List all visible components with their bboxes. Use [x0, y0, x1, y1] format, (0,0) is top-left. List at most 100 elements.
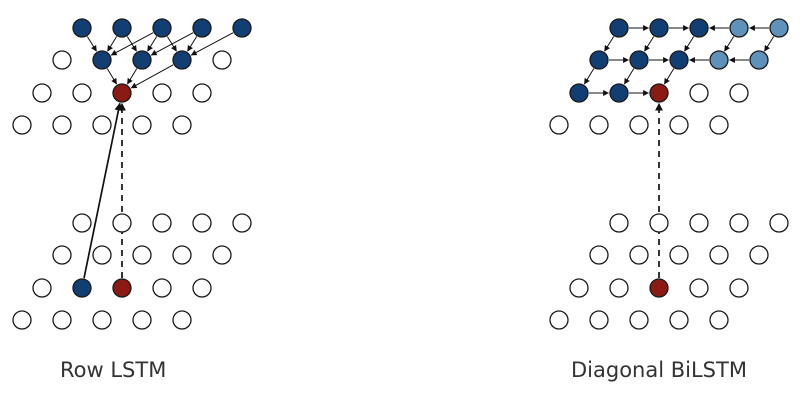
row-lstm-context-arrow — [130, 64, 174, 89]
diagonal-bilstm-bottom-node-r2-c2-red — [649, 278, 669, 298]
diagonal-bilstm-top-node-r2-c0-dark-blue — [569, 83, 589, 103]
row-lstm-caption: Row LSTM — [60, 358, 167, 382]
row-lstm-bottom-node-r1-c4-empty — [212, 245, 232, 265]
row-lstm-bottom-node-r3-c1-empty — [52, 310, 72, 330]
row-lstm-bottom-node-r1-c1-empty — [92, 245, 112, 265]
diagonal-bilstm-bottom-node-r3-c3-empty — [669, 310, 689, 330]
diagonal-bilstm-bottom-node-r2-c3-empty — [689, 278, 709, 298]
diagonal-bilstm-down-arrow — [764, 36, 775, 52]
diagonal-bilstm-top-node-r2-c4-empty — [729, 83, 749, 103]
row-lstm-bottom-node-r1-c2-empty — [132, 245, 152, 265]
row-lstm-top-node-r1-c3-dark-blue — [172, 50, 192, 70]
diagonal-bilstm-top-node-r1-c1-dark-blue — [629, 50, 649, 70]
row-lstm-top-node-r0-c4-dark-blue — [232, 18, 252, 38]
diagonal-bilstm-top-node-r1-c3-light-blue — [709, 50, 729, 70]
diagonal-bilstm-bottom-node-r2-c1-empty — [609, 278, 629, 298]
row-lstm-top-node-r3-c3-empty — [132, 115, 152, 135]
diagonal-bilstm-top-node-r3-c3-empty — [669, 115, 689, 135]
row-lstm-top-node-r2-c2-red — [112, 83, 132, 103]
row-lstm-top-node-r2-c3-empty — [152, 83, 172, 103]
diagonal-bilstm-down-arrow — [604, 36, 615, 52]
row-lstm-bottom-node-r2-c3-empty — [152, 278, 172, 298]
diagonal-bilstm-bottom-node-r2-c0-empty — [569, 278, 589, 298]
row-lstm-context-arrow — [107, 36, 118, 52]
row-lstm-top-node-r0-c0-dark-blue — [72, 18, 92, 38]
row-lstm-input-arrow — [83, 102, 123, 279]
diagonal-bilstm-bottom-node-r1-c1-empty — [629, 245, 649, 265]
diagonal-bilstm-top-node-r0-c3-light-blue — [729, 18, 749, 38]
row-lstm-top-node-r2-c1-empty — [72, 83, 92, 103]
diagonal-bilstm-bottom-node-r0-c4-empty — [769, 213, 789, 233]
arrow-layer — [83, 25, 775, 279]
row-lstm-context-arrow — [190, 32, 234, 56]
diagonal-bilstm-caption: Diagonal BiLSTM — [571, 358, 747, 382]
row-lstm-context-arrow — [106, 68, 117, 85]
row-lstm-top-node-r0-c1-dark-blue — [112, 18, 132, 38]
row-lstm-bottom-node-r0-c0-empty — [72, 213, 92, 233]
diagonal-bilstm-top-node-r0-c1-dark-blue — [649, 18, 669, 38]
diagonal-bilstm-bottom-node-r3-c0-empty — [549, 310, 569, 330]
diagonal-bilstm-bottom-node-r1-c3-empty — [709, 245, 729, 265]
row-lstm-top-node-r3-c1-empty — [52, 115, 72, 135]
diagonal-bilstm-bottom-node-r3-c1-empty — [589, 310, 609, 330]
row-lstm-top-node-r1-c1-dark-blue — [92, 50, 112, 70]
diagonal-bilstm-top-node-r3-c4-empty — [709, 115, 729, 135]
diagonal-bilstm-bottom-node-r3-c4-empty — [709, 310, 729, 330]
diagonal-bilstm-down-arrow — [684, 36, 695, 52]
node-layer — [12, 18, 789, 330]
diagonal-bilstm-top-node-r1-c2-dark-blue — [669, 50, 689, 70]
row-lstm-bottom-node-r0-c4-empty — [232, 213, 252, 233]
diagonal-bilstm-top-node-r2-c1-dark-blue — [609, 83, 629, 103]
row-lstm-bottom-node-r1-c0-empty — [52, 245, 72, 265]
row-lstm-context-arrow — [126, 36, 137, 52]
diagonal-bilstm-down-arrow — [664, 68, 675, 85]
row-lstm-top-node-r1-c2-dark-blue — [132, 50, 152, 70]
row-lstm-top-node-r3-c4-empty — [172, 115, 192, 135]
row-lstm-top-node-r2-c4-empty — [192, 83, 212, 103]
diagonal-bilstm-top-node-r0-c0-dark-blue — [609, 18, 629, 38]
diagonal-bilstm-top-node-r0-c4-light-blue — [769, 18, 789, 38]
diagonal-bilstm-bottom-node-r0-c3-empty — [729, 213, 749, 233]
row-lstm-bottom-node-r3-c4-empty — [172, 310, 192, 330]
diagonal-bilstm-bottom-node-r3-c2-empty — [629, 310, 649, 330]
diagonal-bilstm-top-node-r3-c2-empty — [629, 115, 649, 135]
diagonal-bilstm-bottom-node-r1-c0-empty — [589, 245, 609, 265]
row-lstm-bottom-node-r0-c1-empty — [112, 213, 132, 233]
row-lstm-top-node-r0-c2-dark-blue — [152, 18, 172, 38]
row-lstm-context-arrow — [127, 68, 138, 85]
diagonal-bilstm-top-node-r2-c2-red — [649, 83, 669, 103]
diagonal-bilstm-top-node-r2-c3-empty — [689, 83, 709, 103]
row-lstm-bottom-node-r3-c2-empty — [92, 310, 112, 330]
diagonal-bilstm-down-arrow — [584, 68, 595, 85]
row-lstm-context-arrow — [166, 36, 177, 52]
row-lstm-bottom-node-r2-c0-empty — [32, 278, 52, 298]
diagonal-bilstm-down-arrow — [644, 36, 655, 52]
row-lstm-top-node-r3-c0-empty — [12, 115, 32, 135]
row-lstm-top-node-r1-c4-empty — [212, 50, 232, 70]
row-lstm-bottom-node-r3-c0-empty — [12, 310, 32, 330]
row-lstm-bottom-node-r2-c4-empty — [192, 278, 212, 298]
diagonal-bilstm-bottom-node-r0-c2-empty — [689, 213, 709, 233]
diagonal-bilstm-down-arrow — [724, 36, 735, 52]
row-lstm-top-node-r2-c0-empty — [32, 83, 52, 103]
row-lstm-bottom-node-r0-c3-empty — [192, 213, 212, 233]
diagonal-bilstm-top-node-r0-c2-dark-blue — [689, 18, 709, 38]
diagonal-bilstm-top-node-r3-c0-empty — [549, 115, 569, 135]
diagonal-bilstm-top-node-r3-c1-empty — [589, 115, 609, 135]
row-lstm-context-arrow — [147, 36, 158, 52]
diagonal-bilstm-bottom-node-r0-c1-empty — [649, 213, 669, 233]
diagonal-bilstm-bottom-node-r2-c4-empty — [729, 278, 749, 298]
diagonal-bilstm-top-node-r1-c0-dark-blue — [589, 50, 609, 70]
row-lstm-context-arrow — [86, 36, 97, 52]
row-lstm-bottom-node-r0-c2-empty — [152, 213, 172, 233]
diagonal-bilstm-bottom-node-r0-c0-empty — [609, 213, 629, 233]
row-lstm-bottom-node-r2-c2-red — [112, 278, 132, 298]
diagonal-bilstm-down-arrow — [624, 68, 635, 85]
row-lstm-bottom-node-r1-c3-empty — [172, 245, 192, 265]
row-lstm-top-node-r1-c0-empty — [52, 50, 72, 70]
row-lstm-bottom-node-r2-c1-dark-blue — [72, 278, 92, 298]
diagonal-bilstm-top-node-r1-c4-light-blue — [749, 50, 769, 70]
row-lstm-bottom-node-r3-c3-empty — [132, 310, 152, 330]
diagonal-bilstm-bottom-node-r1-c4-empty — [749, 245, 769, 265]
